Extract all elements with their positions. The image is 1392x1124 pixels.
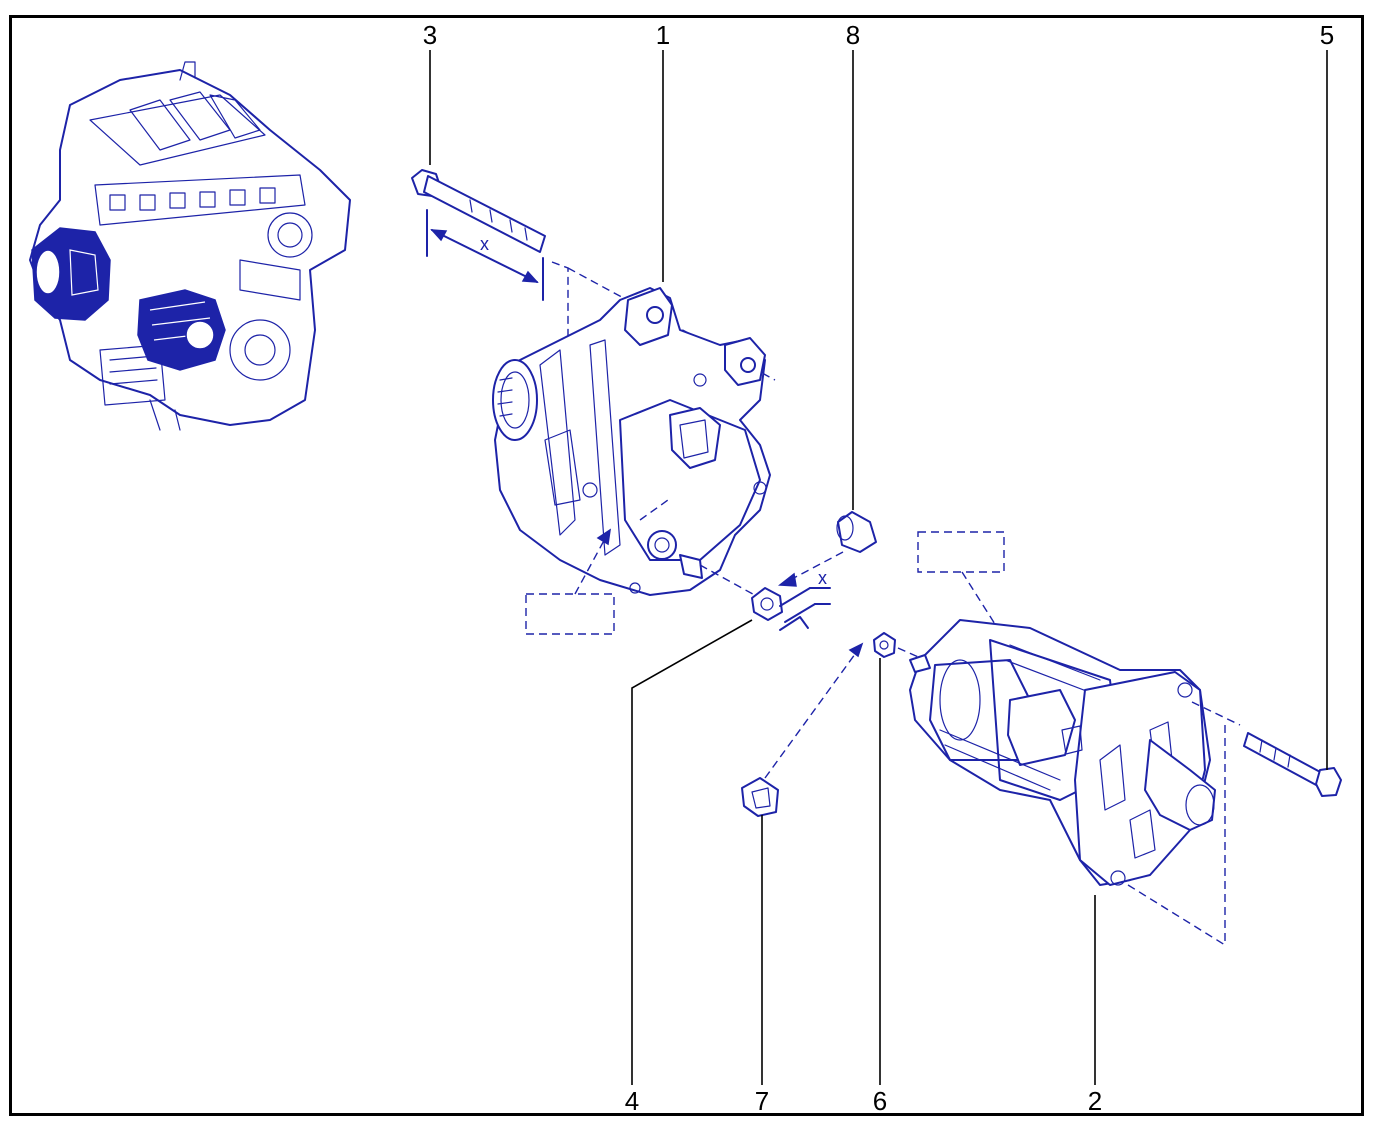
callout-1: 1	[656, 20, 670, 50]
callout-box-alternator	[525, 593, 615, 635]
callout-7: 7	[755, 1086, 769, 1116]
callout-2: 2	[1088, 1086, 1102, 1116]
callout-box-starter	[917, 531, 1005, 573]
engine-overview-illustration	[29, 61, 351, 431]
alternator-1	[492, 287, 771, 596]
bolt-length-dimension-label: x	[480, 234, 489, 254]
nut-thickness-dimension-label: x	[818, 568, 827, 588]
nut-6	[873, 632, 896, 658]
bolt-3: x	[411, 169, 546, 301]
protective-cap-8	[836, 511, 877, 553]
callout-8: 8	[846, 20, 860, 50]
nut-4: x	[751, 568, 831, 631]
callout-leaders	[429, 50, 1328, 1085]
callout-4: 4	[625, 1086, 639, 1116]
protective-cap-7	[741, 777, 779, 817]
starter-motor-2	[909, 619, 1216, 886]
callout-3: 3	[423, 20, 437, 50]
callout-5: 5	[1320, 20, 1334, 50]
bolt-5	[1243, 732, 1342, 797]
callout-6: 6	[873, 1086, 887, 1116]
